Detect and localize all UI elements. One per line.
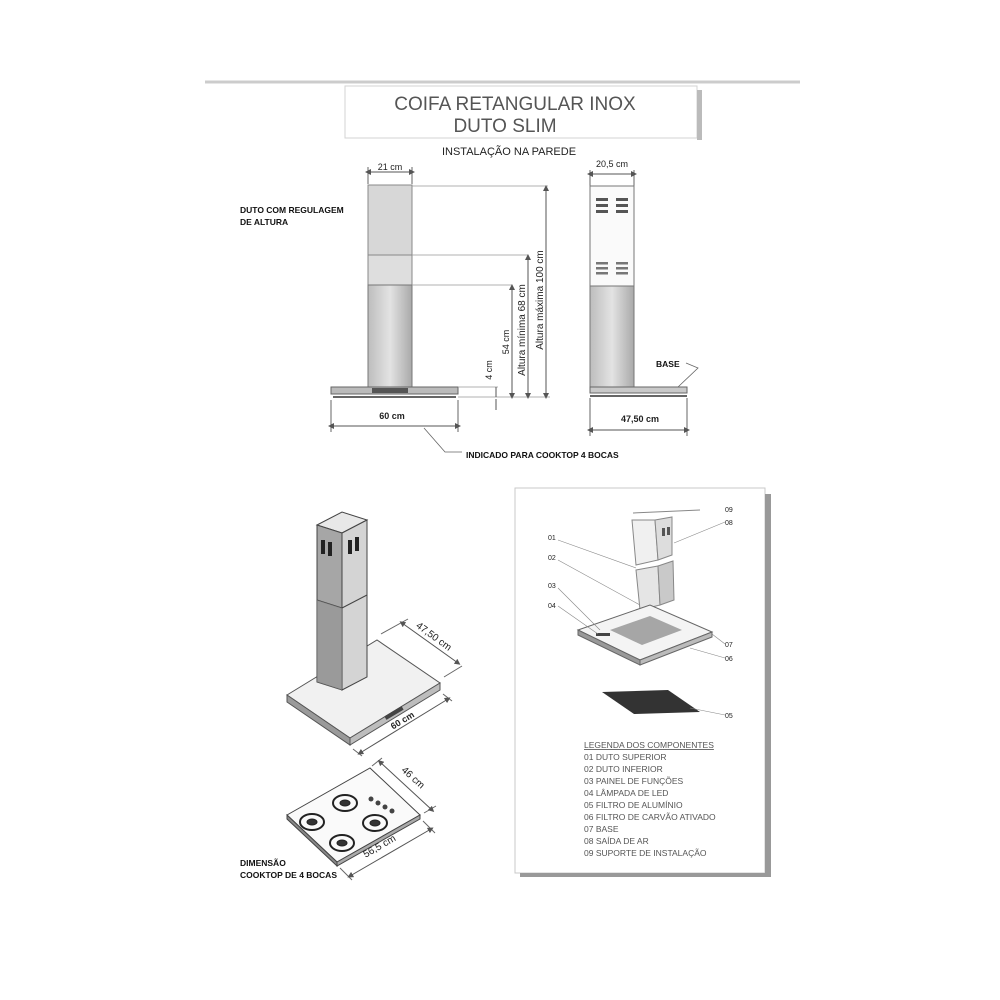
legend-item: 08 SAÍDA DE AR: [584, 836, 649, 846]
upper-duct: [367, 184, 413, 256]
exp-num-06: 06: [725, 656, 733, 663]
legend-item: 03 PAINEL DE FUNÇÕES: [584, 776, 684, 786]
legend-item: 07 BASE: [584, 824, 619, 834]
legend-item: 09 SUPORTE DE INSTALAÇÃO: [584, 848, 707, 858]
exp-num-03: 03: [548, 583, 556, 590]
legend-item: 01 DUTO SUPERIOR: [584, 752, 667, 762]
side-lower-duct: [589, 285, 635, 388]
legend-item: 02 DUTO INFERIOR: [584, 764, 663, 774]
exploded-view-panel: 01 02 03 04 05 06 07 08 09 LEGENDA DOS C…: [514, 487, 771, 877]
front-min-height: Altura mínima 68 cm: [517, 284, 528, 376]
title-line-1: COIFA RETANGULAR INOX: [394, 94, 636, 115]
cooktop-depth: 46 cm: [399, 765, 427, 791]
exp-filters: [610, 616, 682, 645]
lower-duct: [367, 284, 413, 388]
exp-lower-duct: [635, 565, 661, 611]
exp-num-02: 02: [548, 555, 556, 562]
legend-list: 01 DUTO SUPERIOR 02 DUTO INFERIOR 03 PAI…: [584, 752, 716, 858]
front-max-height: Altura máxima 100 cm: [535, 250, 546, 349]
front-base-width: 60 cm: [379, 411, 405, 421]
side-vents-top: [596, 198, 628, 213]
front-dim-54: 54 cm: [501, 330, 511, 355]
title-box-shadow: [697, 90, 702, 140]
base-label: BASE: [656, 359, 680, 369]
legend-item: 04 LÂMPADA DE LED: [584, 788, 668, 798]
duct-label-line-2: DE ALTURA: [240, 217, 288, 227]
cooktop-label-line-2: COOKTOP DE 4 BOCAS: [240, 870, 337, 880]
side-depth: 47,50 cm: [621, 414, 659, 424]
legend-title: LEGENDA DOS COMPONENTES: [584, 740, 714, 750]
exp-num-01: 01: [548, 535, 556, 542]
isometric-view: 47,50 cm 60 cm: [286, 511, 463, 757]
exp-leader-lines: [557, 521, 726, 716]
side-vents-bottom: [596, 262, 628, 275]
front-view: 21 cm DUTO COM REGULAGEM DE ALTURA Altur…: [240, 162, 619, 460]
iso-depth: 47,50 cm: [414, 620, 454, 653]
side-hood-base: [589, 386, 688, 394]
exp-carbon-filter: [602, 690, 700, 714]
cooktop-note: INDICADO PARA COOKTOP 4 BOCAS: [466, 450, 619, 460]
subtitle: INSTALAÇÃO NA PAREDE: [442, 145, 576, 158]
duct-label-line-1: DUTO COM REGULAGEM: [240, 205, 344, 215]
front-dim-4: 4 cm: [484, 360, 494, 380]
side-view: 20,5 cm BASE 47,50 cm: [587, 159, 699, 436]
legend-item: 06 FILTRO DE CARVÃO ATIVADO: [584, 812, 716, 822]
front-top-width: 21 cm: [378, 162, 403, 172]
exp-num-05: 05: [725, 713, 733, 720]
exp-num-09: 09: [725, 507, 733, 514]
side-top-width: 20,5 cm: [596, 159, 628, 169]
exp-num-07: 07: [725, 642, 733, 649]
title-line-2: DUTO SLIM: [453, 116, 556, 137]
control-panel: [372, 388, 408, 393]
exp-num-08: 08: [725, 520, 733, 527]
exp-num-04: 04: [548, 603, 556, 610]
title-box: [344, 85, 698, 139]
middle-duct: [367, 254, 413, 286]
cooktop-view: 46 cm 56,5 cm DIMENSÃO COOKTOP DE 4 BOCA…: [240, 757, 437, 881]
iso-duct-side: [341, 519, 368, 691]
cooktop-label-line-1: DIMENSÃO: [240, 858, 286, 868]
iso-duct-vents: [321, 537, 359, 556]
exp-upper-duct: [631, 519, 659, 566]
legend-item: 05 FILTRO DE ALUMÍNIO: [584, 800, 683, 810]
side-upper-duct: [589, 185, 635, 287]
